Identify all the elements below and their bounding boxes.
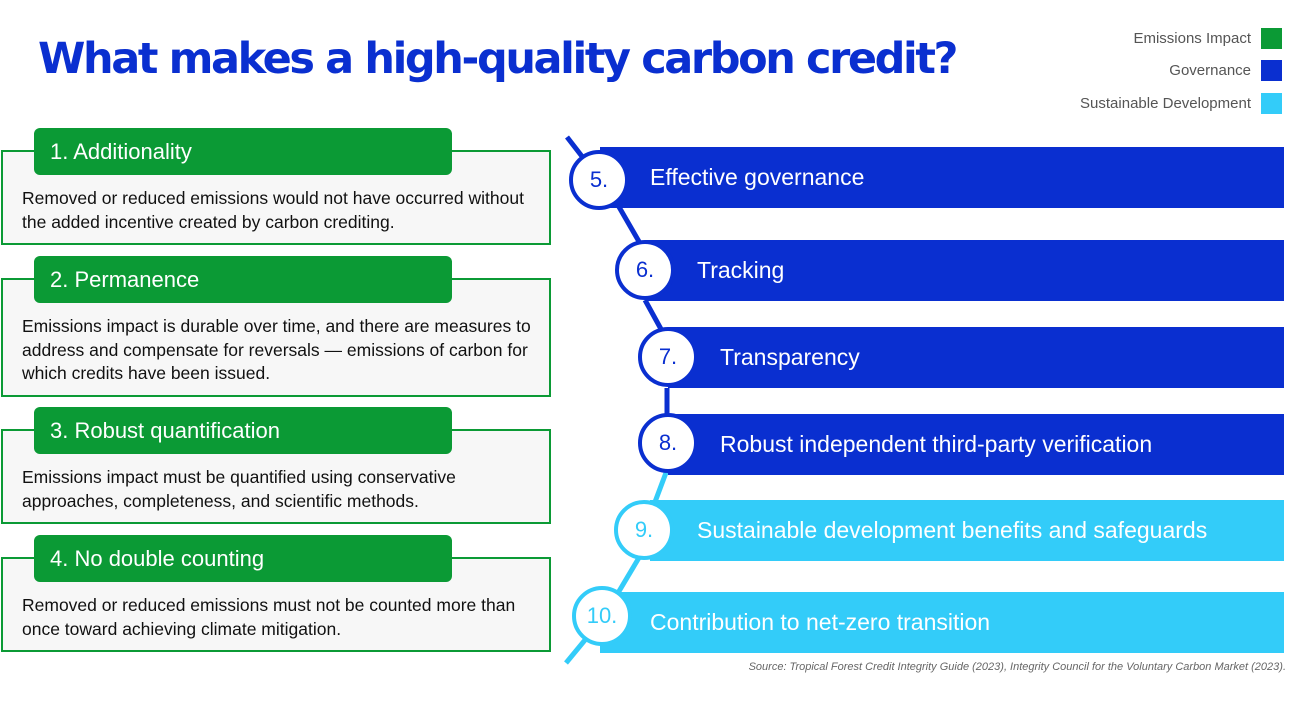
criterion-label-net-zero-transition: Contribution to net-zero transition xyxy=(650,609,991,635)
criterion-text-no-double-counting: Removed or reduced emissions must not be… xyxy=(22,595,516,639)
legend-item-sustainable-development: Sustainable Development xyxy=(1080,92,1282,114)
criterion-heading-additionality: 1. Additionality xyxy=(34,128,452,175)
criterion-label-effective-governance: Effective governance xyxy=(650,164,865,190)
legend-label: Sustainable Development xyxy=(1080,94,1251,112)
legend-swatch-blue xyxy=(1261,60,1282,81)
legend-swatch-cyan xyxy=(1261,92,1282,114)
legend-item-emissions-impact: Emissions Impact xyxy=(1080,27,1282,49)
criterion-label-third-party-verification: Robust independent third-party verificat… xyxy=(720,431,1153,457)
criterion-bar-tracking: Tracking xyxy=(645,240,1284,301)
legend-label: Emissions Impact xyxy=(1133,29,1251,47)
source-note: Source: Tropical Forest Credit Integrity… xyxy=(748,661,1286,673)
legend-swatch-green xyxy=(1261,27,1282,49)
criterion-bar-third-party-verification: Robust independent third-party verificat… xyxy=(668,414,1284,475)
criterion-label-transparency: Transparency xyxy=(720,344,860,370)
criterion-bar-effective-governance: Effective governance xyxy=(600,147,1284,208)
criterion-heading-permanence: 2. Permanence xyxy=(34,256,452,303)
criterion-number-10: 10. xyxy=(572,586,632,646)
criterion-label-sustainable-development: Sustainable development benefits and saf… xyxy=(697,517,1208,543)
criterion-heading-robust-quantification: 3. Robust quantification xyxy=(34,407,452,454)
legend: Emissions Impact Governance Sustainable … xyxy=(1080,27,1282,125)
legend-label: Governance xyxy=(1169,62,1251,79)
criterion-heading-no-double-counting: 4. No double counting xyxy=(34,535,452,582)
legend-item-governance: Governance xyxy=(1080,60,1282,82)
criterion-bar-transparency: Transparency xyxy=(668,327,1284,388)
criterion-text-permanence: Emissions impact is durable over time, a… xyxy=(22,316,531,383)
criterion-number-8: 8. xyxy=(638,413,698,473)
criterion-number-6: 6. xyxy=(615,240,675,300)
criterion-bar-sustainable-development: Sustainable development benefits and saf… xyxy=(650,500,1284,561)
criterion-bar-net-zero-transition: Contribution to net-zero transition xyxy=(600,592,1284,653)
criterion-number-7: 7. xyxy=(638,327,698,387)
criterion-text-additionality: Removed or reduced emissions would not h… xyxy=(22,188,524,232)
criterion-number-9: 9. xyxy=(614,500,674,560)
page-title: What makes a high-quality carbon credit? xyxy=(38,34,958,84)
criterion-label-tracking: Tracking xyxy=(697,257,785,283)
criterion-text-robust-quantification: Emissions impact must be quantified usin… xyxy=(22,467,456,511)
criterion-number-5: 5. xyxy=(569,150,629,210)
